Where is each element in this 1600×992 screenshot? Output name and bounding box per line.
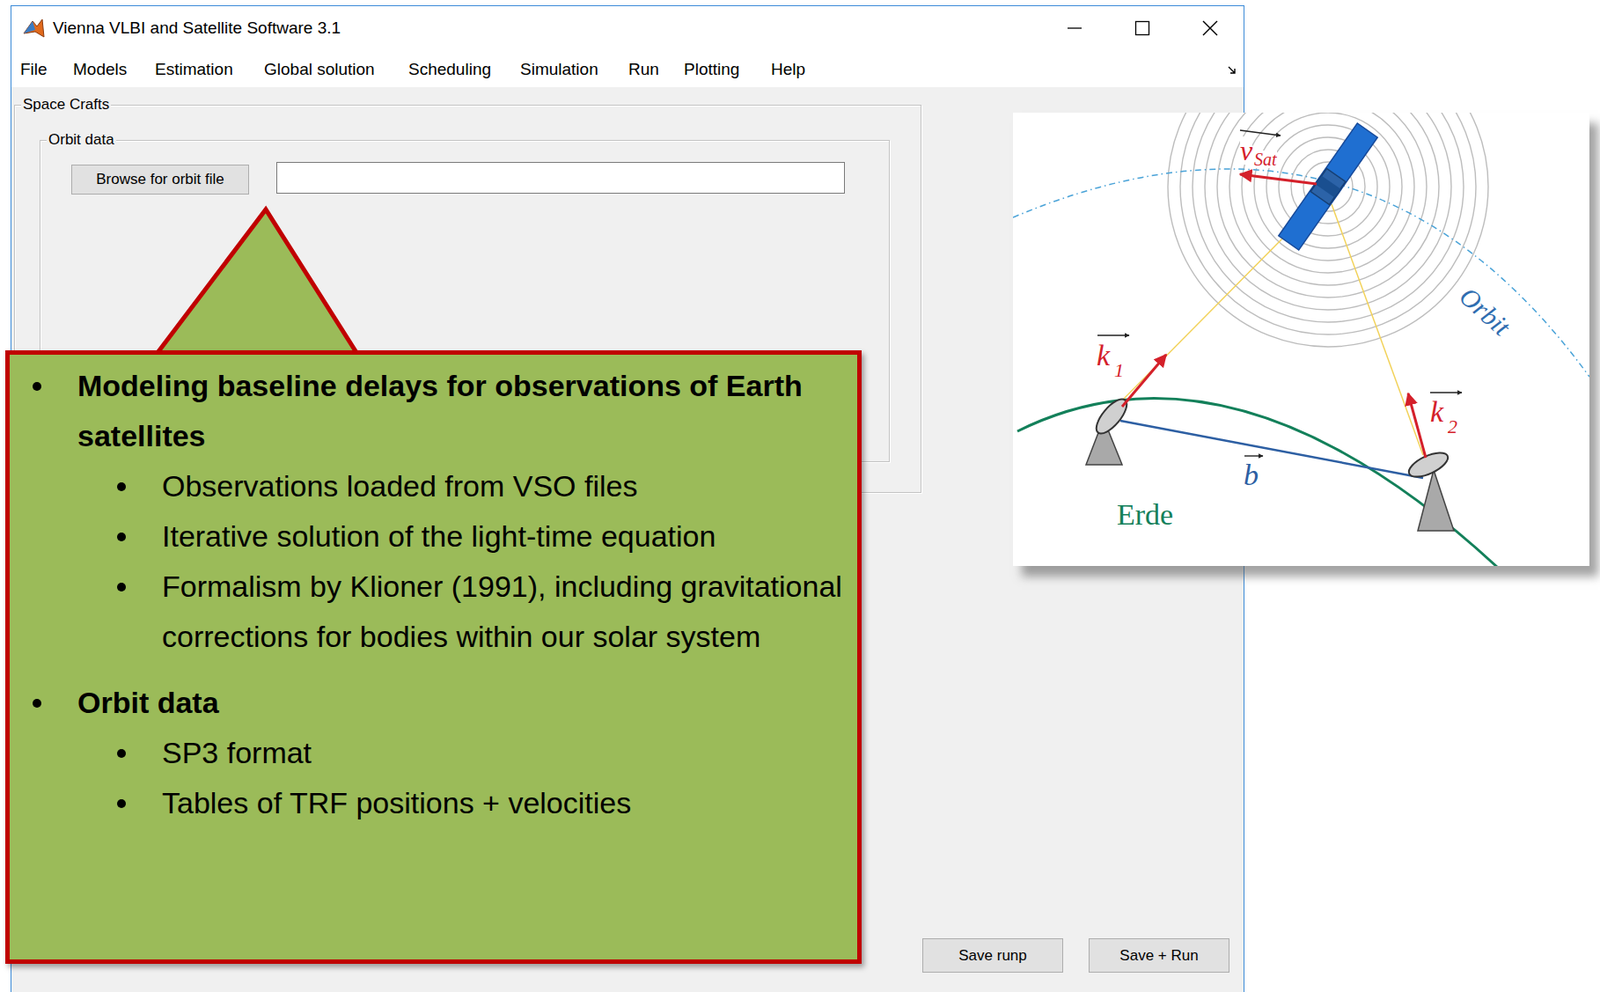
vector-accents [1097, 130, 1462, 456]
button-label: Save + Run [1119, 946, 1198, 965]
bullet-text: SP3 format [161, 735, 312, 770]
push-button: Browse for orbit file [71, 164, 250, 195]
direction-arrow [1408, 393, 1426, 458]
ring [1217, 112, 1439, 298]
bullet-heading: Orbit data [77, 677, 845, 728]
callout-box: Modeling baseline delays for observation… [5, 350, 862, 964]
ring [1192, 112, 1464, 323]
menu-item: Simulation [520, 59, 599, 80]
ring [1180, 112, 1476, 335]
bullet-dot [117, 748, 126, 758]
bullet-dot [32, 381, 42, 391]
bullet-item: Iterative solution of the light-time equ… [161, 511, 845, 562]
button-label: Browse for orbit file [95, 170, 225, 189]
velocity-arrow [1240, 174, 1317, 184]
diagram-symbol: b [1243, 460, 1259, 491]
menu-item: File [20, 59, 48, 80]
group-title: Orbit data [46, 131, 117, 149]
satellite-illustration: vSatOrbitk1k2bErde [1012, 112, 1590, 566]
minimize-glyph [1067, 27, 1082, 29]
diagram-symbol: Orbit [1454, 282, 1515, 341]
window-title: Vienna VLBI and Satellite Software 3.1 [52, 18, 341, 38]
diagram-symbol: k [1096, 340, 1110, 371]
orbit-path [1012, 168, 1590, 377]
bullet-item: Tables of TRF positions + velocities [161, 777, 845, 829]
menu-bar [11, 51, 1244, 88]
bullet-text: Formalism by Klioner (1991), including g… [161, 569, 843, 654]
diagram-symbol: Sat [1254, 150, 1278, 169]
diagram-symbol: k [1430, 396, 1444, 427]
bullet-heading: Modeling baseline delays for observation… [77, 360, 845, 462]
satellite [1278, 123, 1378, 250]
menu-item: Plotting [683, 59, 740, 80]
baseline-vector [1120, 420, 1424, 478]
menu-item: Scheduling [408, 59, 492, 80]
bullet-item: Observations loaded from VSO files [161, 461, 845, 512]
bullet-dot [117, 582, 126, 592]
diagram-symbol: Erde [1116, 499, 1174, 530]
diagram-symbol: 2 [1447, 417, 1458, 437]
callout-pointer-shape [151, 209, 362, 361]
earth-surface [1017, 398, 1498, 566]
bullet-item: Formalism by Klioner (1991), including g… [161, 561, 845, 662]
title-bar [11, 6, 1244, 52]
menu-item: Estimation [154, 59, 234, 80]
menu-item: Models [73, 59, 127, 80]
button-label: Save runp [958, 946, 1028, 965]
bullet-text: Tables of TRF positions + velocities [161, 785, 632, 820]
push-button: Save + Run [1088, 938, 1230, 973]
bullet-dot [117, 799, 126, 808]
bullet-text: Modeling baseline delays for observation… [77, 368, 803, 453]
bullet-dot [32, 698, 42, 708]
maximize-glyph [1136, 22, 1150, 36]
signal-ray [1331, 204, 1424, 456]
ring [1229, 112, 1427, 286]
diagram-symbol: v [1240, 136, 1253, 165]
menu-item: Help [770, 59, 806, 80]
bullet-item: SP3 format [161, 727, 845, 778]
menu-item: Run [628, 59, 660, 80]
close-glyph [1203, 21, 1218, 36]
antenna [1405, 447, 1454, 531]
dock-glyph [1228, 66, 1235, 74]
diagram-symbol: 1 [1114, 360, 1124, 381]
bullet-dot [117, 482, 126, 492]
app-icon [23, 19, 45, 37]
bullet-text: Orbit data [77, 685, 220, 720]
push-button: Save runp [922, 938, 1064, 973]
signal-rings [1167, 112, 1489, 347]
signal-ray [1116, 229, 1292, 406]
direction-arrow [1122, 354, 1167, 407]
bullet-dot [117, 532, 126, 542]
bullet-text: Iterative solution of the light-time equ… [161, 519, 716, 553]
ring [1241, 112, 1415, 273]
menu-item: Global solution [264, 59, 375, 80]
text-field [277, 162, 845, 194]
bullet-text: Observations loaded from VSO files [161, 469, 638, 503]
illustration-drawing [1012, 112, 1590, 566]
ring [1167, 112, 1489, 347]
group-title: Space Crafts [21, 95, 111, 114]
